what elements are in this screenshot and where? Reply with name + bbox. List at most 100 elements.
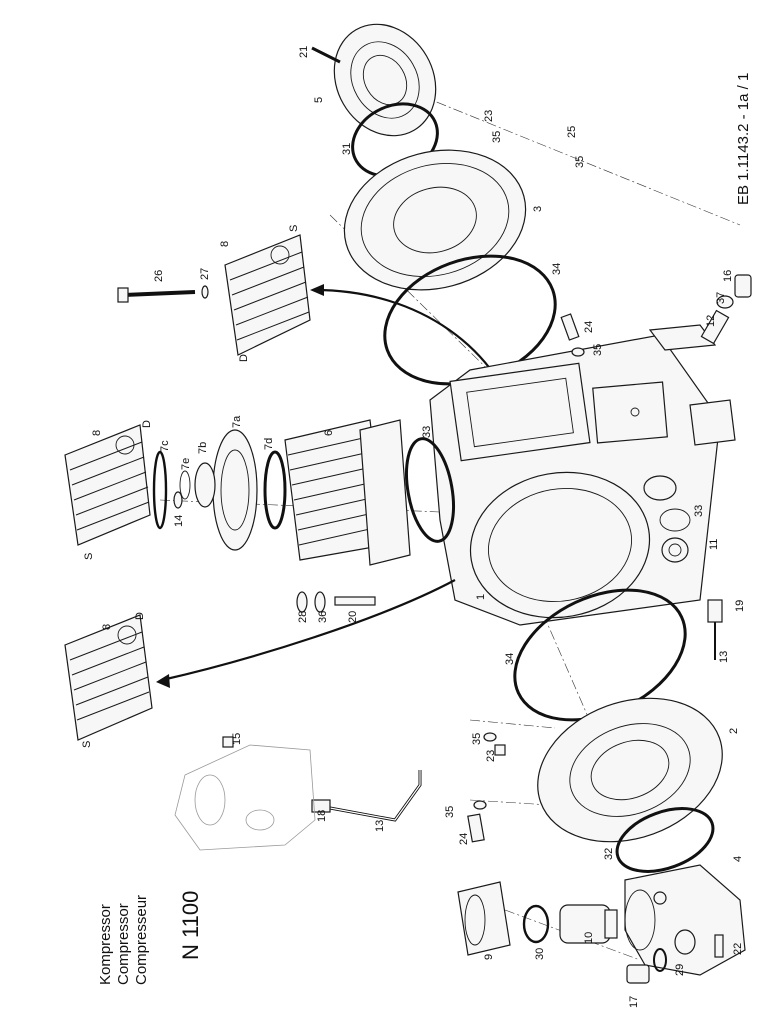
screw-22	[714, 934, 724, 958]
o-ring-32	[615, 807, 715, 873]
pipe-13	[311, 770, 422, 822]
label-23-left: 23	[485, 750, 497, 762]
rear-cover-5	[333, 23, 437, 137]
cylinder-head-lower	[64, 614, 153, 741]
bearing-flange-3	[343, 149, 527, 291]
label-37: 37	[715, 292, 727, 304]
label-25: 25	[566, 126, 578, 138]
label-3: 3	[532, 206, 544, 212]
o-ring-30	[522, 904, 550, 944]
label-10: 10	[583, 932, 595, 944]
label-1: 1	[475, 594, 487, 600]
label-8-low: 8	[101, 624, 113, 630]
label-5: 5	[313, 97, 325, 103]
plug-17	[626, 964, 650, 984]
cylinder-6	[284, 419, 411, 566]
label-35-left: 35	[471, 733, 483, 745]
label-s-mid: S	[83, 553, 95, 560]
label-33-top: 33	[421, 426, 433, 438]
arrow-head-lower	[161, 579, 456, 682]
o-ring-29	[653, 948, 667, 972]
gasket-7c	[152, 450, 168, 530]
screw-15	[222, 736, 234, 748]
screw-24-35-right	[560, 313, 585, 357]
gasket-7d	[263, 450, 287, 530]
label-35-left2: 35	[444, 806, 456, 818]
label-9: 9	[483, 954, 495, 960]
o-ring-33-top	[405, 437, 455, 543]
screw-23-35-left	[483, 732, 506, 756]
label-14: 14	[173, 515, 185, 527]
screw-24-35-left	[467, 800, 487, 843]
filter-cap-9	[457, 881, 511, 956]
drawing-reference: EB 1.1143.2 - 1a / 1	[735, 73, 752, 205]
label-4: 4	[732, 856, 744, 862]
housing-4	[624, 864, 746, 976]
label-36: 36	[317, 611, 329, 623]
label-d-mid: D	[141, 420, 153, 428]
label-19: 19	[734, 600, 746, 612]
cylinder-head-middle	[64, 424, 151, 546]
washer-27	[201, 285, 209, 299]
cylinder-head-top	[224, 234, 311, 356]
label-12: 12	[705, 315, 717, 327]
label-11: 11	[708, 539, 720, 550]
screw-21	[311, 46, 341, 64]
label-34-top: 34	[551, 263, 563, 275]
label-7e: 7e	[180, 458, 192, 470]
stud-20-stack	[296, 591, 376, 613]
label-7b: 7b	[197, 442, 209, 454]
label-d-top: D	[238, 354, 250, 362]
title-model: N 1100	[178, 891, 203, 960]
front-flange-2	[537, 697, 723, 843]
label-13-right: 13	[718, 651, 730, 663]
label-24-left: 24	[458, 833, 470, 845]
label-27: 27	[199, 268, 211, 280]
label-d-low: D	[134, 612, 146, 620]
filter-insert-10	[559, 904, 618, 944]
label-2: 2	[728, 728, 740, 734]
title-block: Kompressor Compressor Compresseur N 1100	[97, 891, 203, 985]
crankcase-1	[429, 324, 736, 626]
label-8-top: 8	[219, 241, 231, 247]
label-15: 15	[231, 733, 243, 745]
valve-spring-7e	[179, 470, 191, 500]
label-35-right: 35	[592, 344, 604, 356]
label-32: 32	[603, 848, 615, 860]
washer-14	[173, 491, 183, 509]
label-7d: 7d	[263, 438, 275, 450]
part-number-labels: 21 5 31 23 35 25 35 3 8 S 26 27 D 34 24 …	[81, 46, 746, 1008]
label-23: 23	[483, 110, 495, 122]
label-20: 20	[347, 611, 359, 623]
valve-7b	[194, 462, 216, 508]
title-compresseur: Compresseur	[133, 895, 150, 985]
valve-plate-7a	[212, 429, 258, 551]
label-22: 22	[732, 943, 744, 955]
label-7a: 7a	[231, 415, 243, 428]
label-17: 17	[628, 996, 640, 1008]
fitting-12-37-16	[700, 274, 752, 345]
label-35b: 35	[574, 156, 586, 168]
label-s-low: S	[81, 741, 93, 748]
label-s-top: S	[288, 225, 300, 232]
label-34-low: 34	[504, 653, 516, 665]
label-35: 35	[491, 131, 503, 143]
label-33-right: 33	[693, 505, 705, 517]
label-18: 18	[316, 810, 328, 822]
label-13: 13	[374, 820, 386, 832]
title-kompressor: Kompressor	[97, 904, 114, 985]
faint-housing-sketch	[174, 744, 316, 851]
label-8-mid: 8	[91, 430, 103, 436]
label-30: 30	[534, 948, 546, 960]
label-28: 28	[297, 611, 309, 623]
label-24-right: 24	[583, 321, 595, 333]
label-29: 29	[674, 964, 686, 976]
pipe-13-right	[707, 599, 723, 660]
label-31: 31	[341, 143, 353, 155]
label-6: 6	[323, 430, 335, 436]
title-compressor: Compressor	[115, 903, 132, 985]
label-7c: 7c	[159, 440, 171, 452]
label-21: 21	[298, 46, 310, 58]
bolt-26	[117, 287, 196, 303]
